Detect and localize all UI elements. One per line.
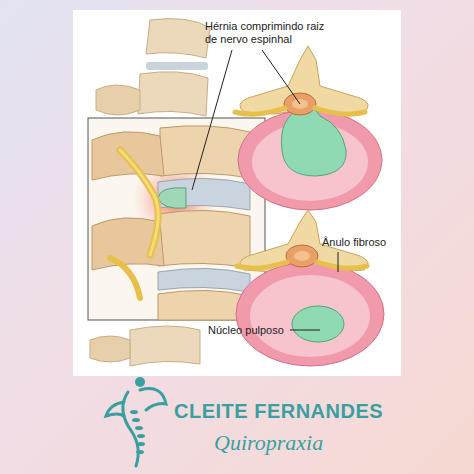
brand-name: CLEITE FERNANDES [174, 400, 383, 423]
brand-tagline: Quiropraxia [214, 430, 323, 456]
herniated-disc [235, 46, 382, 210]
inset-view [88, 118, 265, 320]
callout-label: Núcleo pulposo [208, 324, 290, 337]
callout-label: Ânulo fibroso [322, 236, 412, 249]
panel [73, 10, 401, 376]
callout-label: Hérnia comprimindo raiz de nervo espinha… [205, 20, 337, 46]
normal-disc [236, 210, 384, 366]
leader-lines [192, 50, 338, 330]
logo-icon [106, 377, 166, 466]
